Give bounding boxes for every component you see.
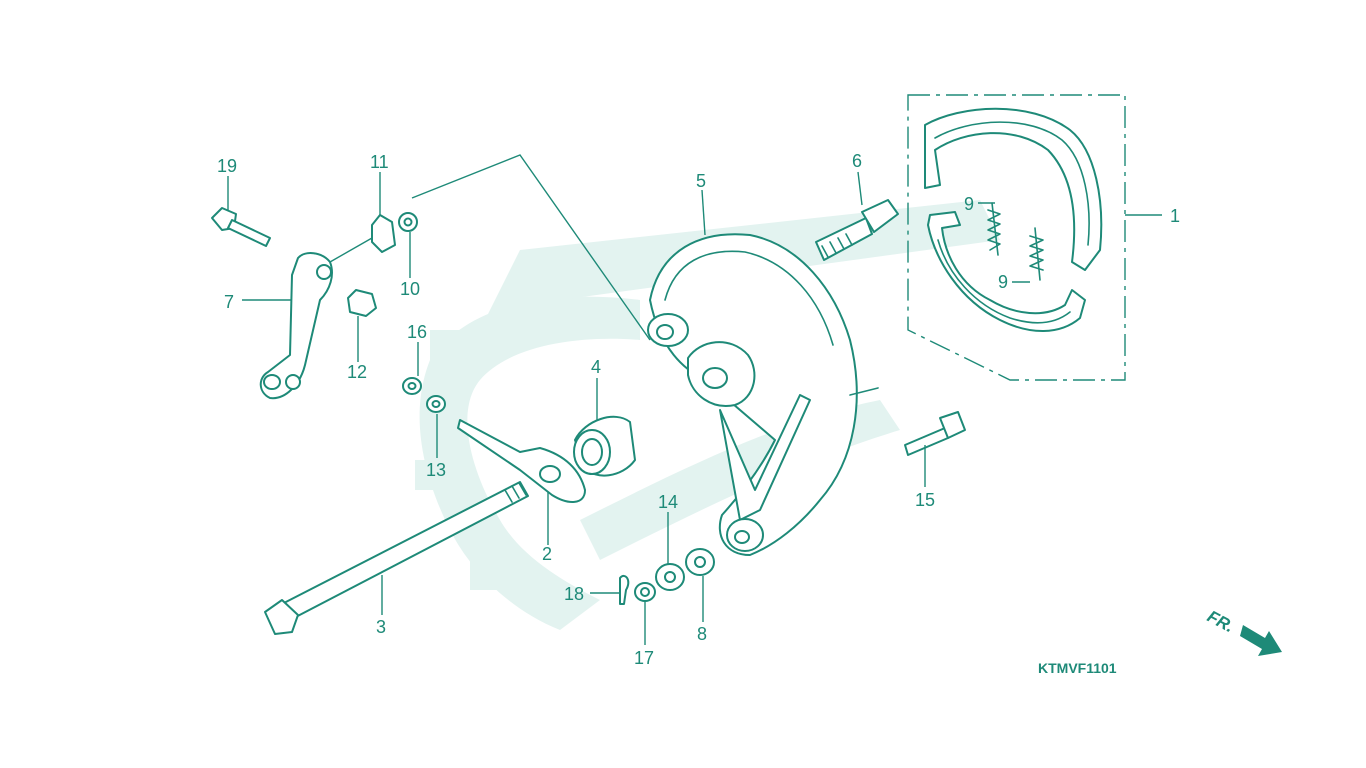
callout-4: 4 <box>591 357 601 377</box>
washers-and-pin <box>619 548 715 605</box>
stopper-arm <box>457 419 586 503</box>
arm-bolt <box>211 207 271 247</box>
callout-14: 14 <box>658 492 678 512</box>
callout-9b: 9 <box>998 272 1008 292</box>
diagram-code: KTMVF1101 <box>1038 660 1117 676</box>
callout-13: 13 <box>426 460 446 480</box>
brake-arm <box>259 252 333 400</box>
callout-7: 7 <box>224 292 234 312</box>
brake-shoe-set <box>907 94 1126 381</box>
front-indicator-label: FR. <box>1204 607 1237 637</box>
flange-nut <box>347 289 377 317</box>
collar <box>573 415 636 477</box>
callout-2: 2 <box>542 544 552 564</box>
indicator-plate-and-nut <box>371 212 418 253</box>
callout-labels: 1 2 3 4 5 6 7 8 9 9 10 11 12 13 14 15 16… <box>217 151 1180 668</box>
axle <box>264 481 529 635</box>
callout-3: 3 <box>376 617 386 637</box>
callout-11: 11 <box>370 152 389 172</box>
callout-15: 15 <box>915 490 935 510</box>
callout-18: 18 <box>564 584 584 604</box>
callout-17: 17 <box>634 648 654 668</box>
callout-1: 1 <box>1170 206 1180 226</box>
callout-16: 16 <box>407 322 427 342</box>
callout-12: 12 <box>347 362 367 382</box>
front-indicator: FR. <box>1204 607 1282 656</box>
callout-9a: 9 <box>964 194 974 214</box>
small-nuts <box>402 377 446 413</box>
front-arrow-icon <box>1240 625 1282 656</box>
leader-lines <box>227 154 1162 645</box>
flange-bolt <box>904 411 966 456</box>
callout-5: 5 <box>696 171 706 191</box>
brake-panel <box>647 233 879 556</box>
callout-19: 19 <box>217 156 237 176</box>
callout-10: 10 <box>400 279 420 299</box>
brake-cam <box>815 199 899 261</box>
callout-6: 6 <box>852 151 862 171</box>
callout-8: 8 <box>697 624 707 644</box>
